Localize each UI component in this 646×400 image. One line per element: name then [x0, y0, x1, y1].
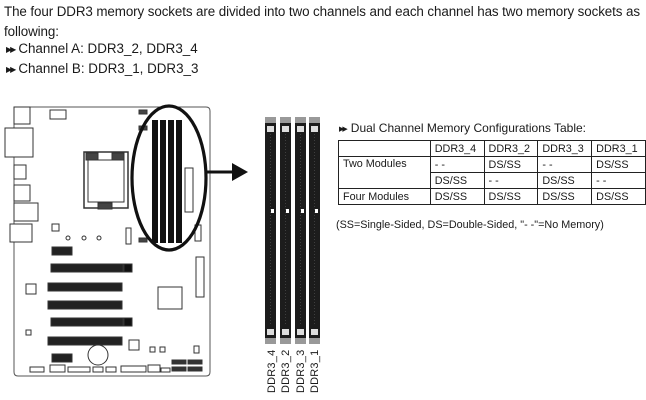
dimm-slot	[295, 117, 306, 344]
table-row: Four Modules DS/SS DS/SS DS/SS DS/SS	[338, 188, 646, 205]
slot-label-ddr3-3: DDR3_3	[295, 349, 307, 393]
table-cell: DS/SS	[591, 188, 646, 205]
header-cell: DDR3_2	[483, 140, 539, 157]
header-cell: DDR3_3	[537, 140, 593, 157]
table-cell: - -	[537, 156, 593, 173]
arrow-right-icon	[205, 163, 248, 181]
table-title: ▶▶Dual Channel Memory Configurations Tab…	[339, 121, 587, 135]
bullet-icon: ▶▶	[6, 65, 16, 74]
motherboard-icon	[4, 106, 211, 377]
table-cell: DS/SS	[537, 188, 593, 205]
channel-b-label: Channel B: DDR3_1, DDR3_3	[18, 61, 199, 76]
table-row: DS/SS - - DS/SS - -	[339, 172, 646, 189]
dimm-slot	[265, 117, 276, 344]
highlight-ellipse	[130, 104, 208, 252]
board-dimm-slots	[152, 120, 182, 243]
header-cell: DDR3_4	[429, 140, 485, 157]
bullet-icon: ▶▶	[6, 45, 16, 54]
table-cell: DS/SS	[429, 188, 485, 205]
table-cell: DS/SS	[483, 156, 539, 173]
table-cell: - -	[483, 172, 539, 189]
channel-a-label: Channel A: DDR3_2, DDR3_4	[18, 41, 198, 56]
table-cell: - -	[429, 156, 485, 173]
intro-paragraph: The four DDR3 memory sockets are divided…	[4, 4, 640, 39]
memory-config-table: DDR3_4 DDR3_2 DDR3_3 DDR3_1 Two Modules …	[338, 140, 646, 205]
table-cell: DS/SS	[483, 188, 539, 205]
row-label: Four Modules	[338, 188, 431, 205]
table-cell: DS/SS	[537, 172, 593, 189]
table-legend-note: (SS=Single-Sided, DS=Double-Sided, "- -"…	[336, 219, 604, 231]
enlarged-dimm-slots	[265, 117, 320, 344]
row-label: Two Modules	[338, 156, 431, 189]
dimm-slot	[280, 117, 291, 344]
table-header-row: DDR3_4 DDR3_2 DDR3_3 DDR3_1	[338, 140, 646, 157]
header-cell	[338, 140, 431, 157]
table-cell: - -	[591, 172, 646, 189]
header-cell: DDR3_1	[591, 140, 646, 157]
table-cell: DS/SS	[429, 172, 485, 189]
table-row: Two Modules - - DS/SS - - DS/SS	[338, 156, 646, 189]
slot-label-ddr3-4: DDR3_4	[266, 349, 278, 393]
slot-label-ddr3-1: DDR3_1	[309, 349, 321, 393]
table-cell: DS/SS	[591, 156, 646, 173]
channel-a-item: ▶▶Channel A: DDR3_2, DDR3_4	[6, 40, 198, 59]
dimm-slot	[309, 117, 320, 344]
channel-b-item: ▶▶Channel B: DDR3_1, DDR3_3	[6, 60, 198, 79]
slot-label-ddr3-2: DDR3_2	[280, 349, 292, 393]
bullet-icon: ▶▶	[339, 126, 348, 133]
